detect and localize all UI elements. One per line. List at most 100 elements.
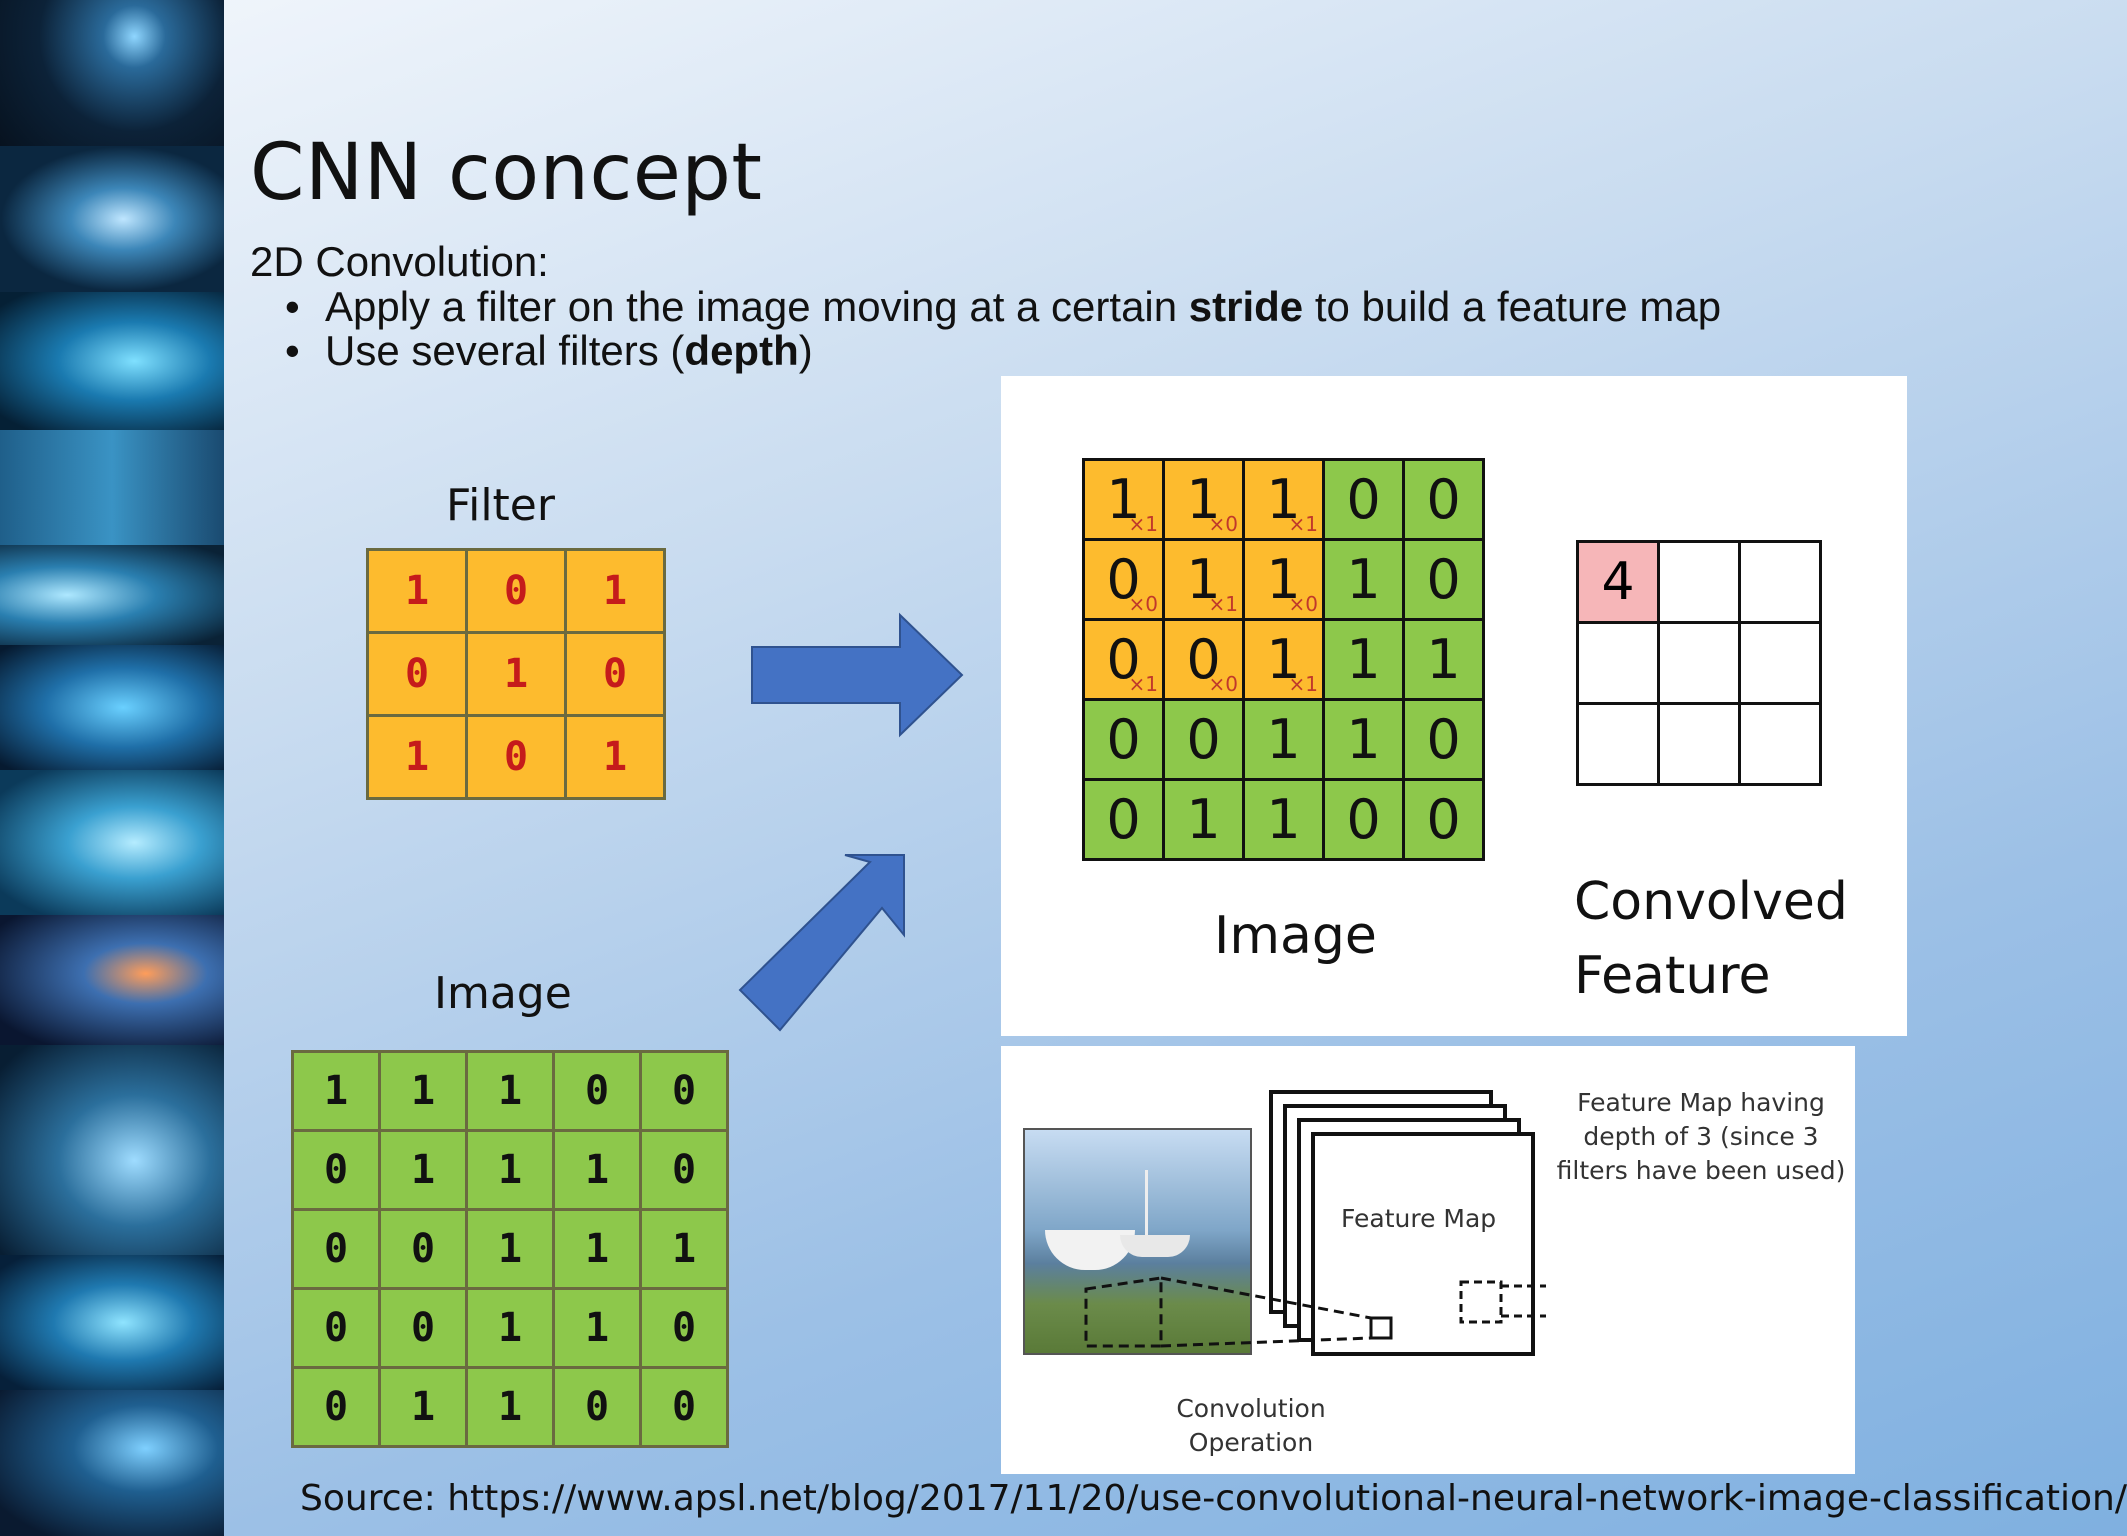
filter-weight: ×1	[1288, 672, 1318, 696]
feature-map-panel: Feature Map Feature Map having depth of …	[1001, 1046, 1855, 1474]
brain-thumbnail	[0, 146, 224, 292]
boat-photo	[1023, 1128, 1252, 1355]
sidebar-image-strip	[0, 0, 224, 1536]
image-cell: 0	[552, 1366, 642, 1448]
image-cell: 1	[1162, 778, 1245, 861]
right-arrow-icon	[751, 612, 964, 738]
image-cell: 1	[1242, 778, 1325, 861]
convolved-cell	[1657, 621, 1741, 705]
image-cell: 1×1	[1242, 458, 1325, 541]
image-cell: 0	[1402, 538, 1485, 621]
image-cell: 0	[639, 1129, 729, 1211]
image-cell: 0×0	[1162, 618, 1245, 701]
image-cell: 1	[639, 1208, 729, 1290]
image-cell: 1	[378, 1050, 468, 1132]
filter-cell: 1	[366, 714, 468, 800]
filter-weight: ×1	[1208, 592, 1238, 616]
filter-label: Filter	[446, 480, 555, 531]
filter-weight: ×1	[1288, 512, 1318, 536]
image-cell: 1	[552, 1287, 642, 1369]
filter-cell: 1	[465, 631, 567, 717]
filter-weight: ×0	[1208, 512, 1238, 536]
image-cell: 0×0	[1082, 538, 1165, 621]
brain-thumbnail	[0, 1390, 224, 1536]
image-cell: 0	[1402, 458, 1485, 541]
image-cell: 1	[291, 1050, 381, 1132]
image-cell: 1	[552, 1208, 642, 1290]
subtitle: 2D Convolution:	[250, 238, 549, 285]
convolved-label: Convolved	[1574, 872, 1848, 932]
image-cell: 1×1	[1242, 618, 1325, 701]
image-cell: 0	[1322, 458, 1405, 541]
image-cell: 1	[465, 1208, 555, 1290]
image-cell: 0	[291, 1208, 381, 1290]
bullet-depth: •Use several filters (depth)	[285, 327, 813, 374]
filter-weight: ×1	[1128, 512, 1158, 536]
diagonal-arrow-icon	[738, 854, 905, 1032]
image-cell: 1	[465, 1050, 555, 1132]
filter-cell: 1	[366, 548, 468, 634]
convolved-cell	[1738, 540, 1822, 624]
page-title: CNN concept	[250, 128, 763, 218]
image-cell: 0	[639, 1050, 729, 1132]
image-cell: 1	[465, 1366, 555, 1448]
convolved-cell	[1576, 702, 1660, 786]
image-cell: 0	[1162, 698, 1245, 781]
filter-cell: 0	[366, 631, 468, 717]
filter-cell: 0	[465, 714, 567, 800]
brain-thumbnail	[0, 1255, 224, 1390]
image-cell: 1	[1322, 618, 1405, 701]
filter-cell: 1	[564, 548, 666, 634]
image-cell: 1	[465, 1287, 555, 1369]
brain-thumbnail	[0, 0, 224, 146]
image-cell: 1×1	[1162, 538, 1245, 621]
image-cell: 1	[378, 1366, 468, 1448]
image-cell: 0	[1322, 778, 1405, 861]
brain-thumbnail	[0, 1045, 224, 1255]
feature-map-diagram	[1084, 1090, 1546, 1356]
image-cell: 1	[552, 1129, 642, 1211]
image-cell: 1	[1322, 538, 1405, 621]
image-cell: 0	[291, 1287, 381, 1369]
brain-thumbnail	[0, 292, 224, 430]
feature-map-label: Feature Map	[1341, 1204, 1497, 1233]
image-cell: 0	[639, 1287, 729, 1369]
filter-cell: 0	[465, 548, 567, 634]
image-cell: 1	[378, 1129, 468, 1211]
convolved-cell	[1738, 621, 1822, 705]
convolved-cell: 4	[1576, 540, 1660, 624]
filter-cell: 1	[564, 714, 666, 800]
image-cell: 0	[1082, 778, 1165, 861]
brain-thumbnail	[0, 545, 224, 645]
image-cell: 0	[291, 1366, 381, 1448]
source-citation: Source: https://www.apsl.net/blog/2017/1…	[300, 1478, 2127, 1519]
convolution-operation-label: Convolution Operation	[1176, 1394, 1326, 1457]
image-cell: 0	[1082, 698, 1165, 781]
image-cell: 0	[552, 1050, 642, 1132]
image-cell: 0	[378, 1287, 468, 1369]
convolved-cell	[1657, 702, 1741, 786]
feature-label: Feature	[1574, 946, 1771, 1006]
image-label: Image	[434, 968, 572, 1019]
image-cell: 1	[1242, 698, 1325, 781]
image-cell: 0	[1402, 698, 1485, 781]
image-cell: 0	[1402, 778, 1485, 861]
image-cell: 1×0	[1162, 458, 1245, 541]
image-cell: 0	[378, 1208, 468, 1290]
filter-weight: ×1	[1128, 672, 1158, 696]
bullet-stride: •Apply a filter on the image moving at a…	[285, 283, 1722, 330]
image-cell: 1	[1402, 618, 1485, 701]
filter-cell: 0	[564, 631, 666, 717]
panel-image-label: Image	[1214, 906, 1377, 966]
image-cell: 1×1	[1082, 458, 1165, 541]
filter-weight: ×0	[1128, 592, 1158, 616]
filter-weight: ×0	[1288, 592, 1318, 616]
image-cell: 0	[291, 1129, 381, 1211]
image-cell: 1	[1322, 698, 1405, 781]
feature-map-note: Feature Map having depth of 3 (since 3 f…	[1556, 1088, 1846, 1185]
brain-thumbnail	[0, 770, 224, 915]
